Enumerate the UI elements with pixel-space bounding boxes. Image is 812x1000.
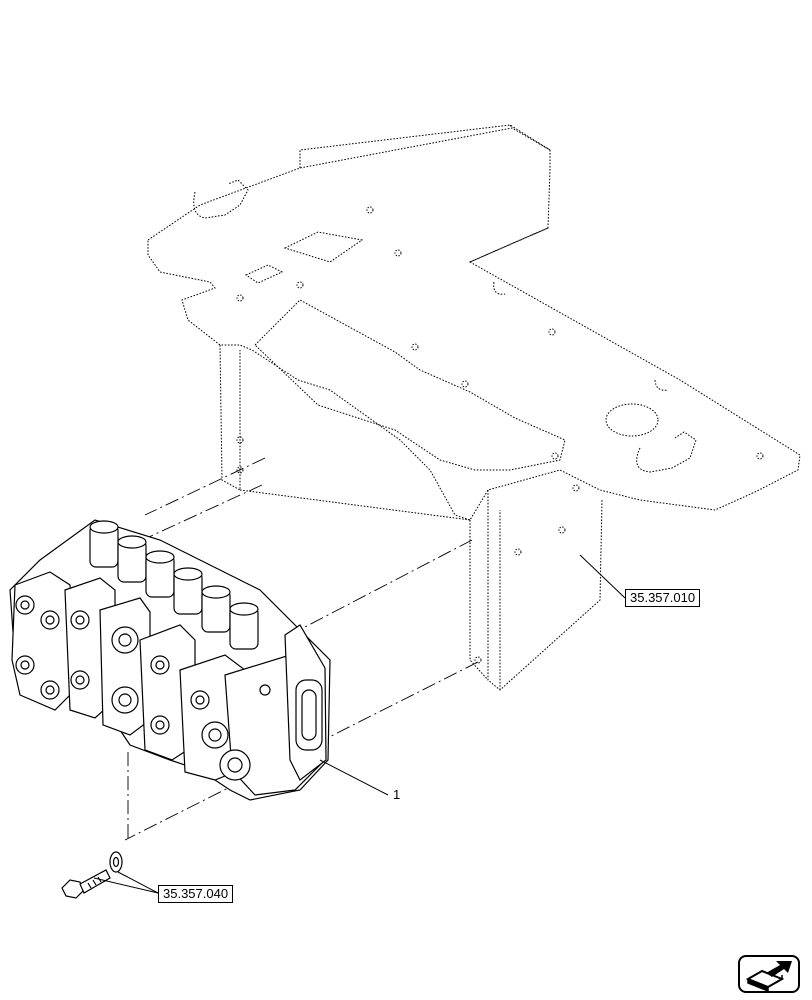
next-page-arrow-icon	[745, 961, 792, 993]
mounting-frame	[147, 124, 801, 691]
control-valve-assembly	[9, 519, 331, 801]
solenoid-coils	[89, 520, 259, 650]
frame-holes	[236, 206, 764, 664]
port-bosses	[15, 595, 323, 781]
leader-lines	[93, 554, 626, 894]
bolt	[61, 869, 111, 899]
frame-reference-label[interactable]: 35.357.010	[625, 589, 701, 607]
next-page-button[interactable]	[738, 955, 800, 993]
washer	[109, 851, 123, 873]
valve-item-number: 1	[393, 787, 401, 802]
bolt-reference-label[interactable]: 35.357.040	[158, 885, 234, 903]
